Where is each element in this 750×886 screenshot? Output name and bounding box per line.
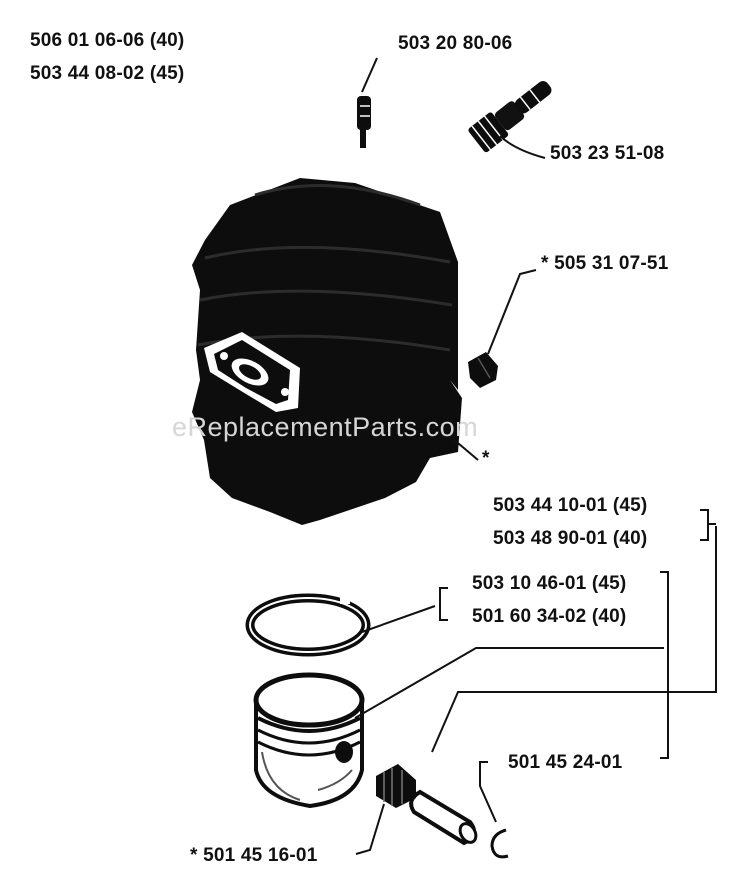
gasket-leader	[451, 437, 479, 461]
label-cylinder-45: 503 44 08-02 (45)	[30, 63, 185, 84]
label-decompression-valve: 503 20 80-06	[398, 33, 513, 54]
piston-ring-part	[245, 593, 371, 657]
label-bushing: * 505 31 07-51	[541, 253, 669, 274]
circlip-part	[490, 828, 509, 859]
label-ring-40: 501 60 34-02 (40)	[472, 606, 627, 627]
piston-leader	[354, 647, 664, 719]
bushing-leader	[487, 269, 537, 355]
piston-part	[253, 672, 365, 809]
label-piston-40: 503 48 90-01 (40)	[493, 528, 648, 549]
decompression-valve-part	[357, 96, 371, 148]
label-needle-bearing: * 501 45 16-01	[190, 845, 318, 866]
label-wrist-pin: 501 45 24-01	[508, 752, 623, 773]
needle-bearing-leader	[355, 803, 385, 855]
cylinder-part	[192, 178, 462, 525]
label-cylinder-40: 506 01 06-06 (40)	[30, 30, 185, 51]
decompression-valve-leader	[361, 57, 378, 93]
bushing-part	[468, 352, 498, 388]
spark-plug-part	[468, 81, 552, 153]
needle-bearing-part	[376, 764, 416, 808]
piston-kit-bracket	[700, 509, 716, 541]
circlip-leader	[479, 761, 497, 823]
spark-plug-leader	[499, 135, 546, 159]
label-gasket-marker: *	[482, 448, 490, 469]
ring-group-bracket	[660, 571, 669, 759]
ring-leader	[361, 605, 436, 633]
label-ring-45: 503 10 46-01 (45)	[472, 573, 627, 594]
wrist-pin-part	[409, 789, 478, 846]
watermark: eReplacementParts.com	[172, 412, 479, 442]
ring-bracket	[439, 587, 448, 621]
label-piston-45: 503 44 10-01 (45)	[493, 495, 648, 516]
piston-kit-connector	[431, 526, 717, 753]
label-spark-plug: 503 23 51-08	[550, 143, 665, 164]
